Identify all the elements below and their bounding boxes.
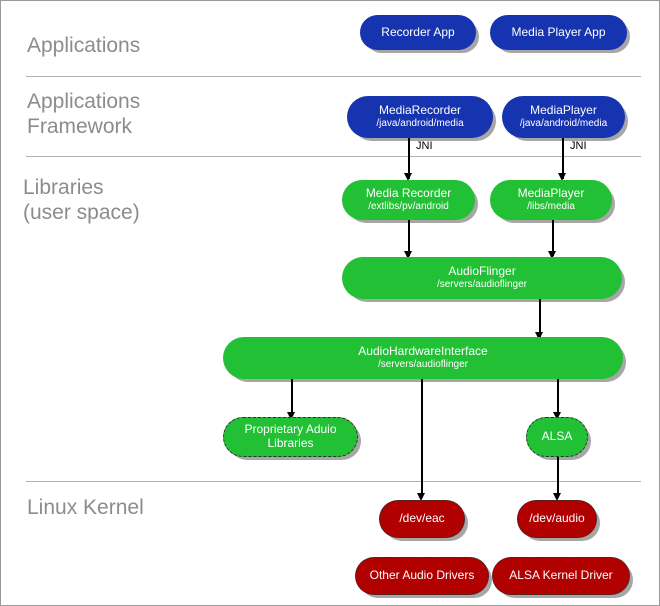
- connector-media-player-to-audioflinger: [552, 220, 554, 256]
- arrowhead-alsa-to-dev-audio: [553, 493, 561, 501]
- node-subtitle: /java/android/media: [519, 118, 608, 130]
- node-title: AudioFlinger: [448, 264, 516, 279]
- connector-media-player-jni: [562, 138, 564, 179]
- node-title: Proprietary Aduio: [244, 422, 337, 437]
- node-media-recorder-lib[interactable]: Media Recorder /extlibs/pv/android: [342, 180, 475, 220]
- arrowhead-audioflinger-to-audiohardwareinterface: [535, 332, 543, 340]
- node-title: Media Player App: [511, 24, 606, 39]
- node-subtitle: /java/android/media: [376, 118, 464, 130]
- divider-applications: [26, 76, 641, 77]
- node-alsa[interactable]: ALSA: [526, 417, 588, 457]
- node-dev-audio[interactable]: /dev/audio: [517, 500, 597, 538]
- node-subtitle: /libs/media: [527, 201, 575, 213]
- node-media-player-framework[interactable]: MediaPlayer /java/android/media: [502, 96, 625, 138]
- connector-alsa-to-dev-audio: [557, 457, 559, 497]
- node-title: Recorder App: [381, 24, 455, 39]
- arrowhead-media-player-jni: [558, 173, 566, 181]
- arrowhead-audiohardwareinterface-to-alsa: [553, 412, 561, 420]
- arrowhead-audiohardwareinterface-to-proprietary: [287, 412, 295, 420]
- node-title: Other Audio Drivers: [369, 568, 475, 583]
- node-subtitle: /servers/audioflinger: [436, 279, 528, 291]
- node-title: /dev/audio: [529, 511, 585, 526]
- node-title: ALSA Kernel Driver: [509, 568, 613, 583]
- layer-label-applications: Applications: [27, 34, 141, 57]
- divider-framework: [26, 156, 641, 157]
- node-audio-flinger[interactable]: AudioFlinger /servers/audioflinger: [342, 257, 622, 299]
- node-other-audio-drivers[interactable]: Other Audio Drivers: [355, 557, 489, 595]
- node-title: MediaRecorder: [378, 103, 462, 118]
- node-media-player-lib[interactable]: MediaPlayer /libs/media: [490, 180, 612, 220]
- node-subtitle: Libraries: [267, 436, 314, 450]
- arrowhead-media-recorder-jni: [404, 173, 412, 181]
- connector-media-recorder-jni: [408, 138, 410, 179]
- edge-label-jni-player: JNI: [570, 140, 587, 152]
- connector-media-recorder-to-audioflinger: [408, 220, 410, 256]
- node-title: MediaPlayer: [517, 186, 585, 201]
- node-audio-hardware-interface[interactable]: AudioHardwareInterface /servers/audiofli…: [223, 337, 623, 379]
- layer-label-linux-kernel: Linux Kernel: [27, 496, 144, 519]
- arrowhead-audiohardwareinterface-to-dev-eac: [417, 493, 425, 501]
- node-proprietary-audio-libraries[interactable]: Proprietary Aduio Libraries: [223, 417, 358, 457]
- edge-label-jni-recorder: JNI: [416, 140, 433, 152]
- arrowhead-media-player-to-audioflinger: [548, 251, 556, 259]
- node-title: /dev/eac: [399, 511, 445, 526]
- node-subtitle: /servers/audioflinger: [377, 359, 469, 371]
- node-media-recorder-framework[interactable]: MediaRecorder /java/android/media: [347, 96, 493, 138]
- arrowhead-media-recorder-to-audioflinger: [404, 251, 412, 259]
- layer-label-applications-framework: Applications Framework: [27, 90, 141, 138]
- node-title: ALSA: [541, 429, 573, 444]
- layer-label-libraries: Libraries (user space): [23, 176, 140, 224]
- node-dev-eac[interactable]: /dev/eac: [379, 500, 465, 538]
- divider-libraries: [26, 481, 641, 482]
- node-title: Media Recorder: [365, 186, 452, 201]
- node-subtitle: /extlibs/pv/android: [368, 201, 449, 213]
- node-media-player-app[interactable]: Media Player App: [490, 15, 627, 50]
- connector-audiohardwareinterface-to-dev-eac: [421, 379, 423, 497]
- connector-audiohardwareinterface-to-alsa: [557, 379, 559, 416]
- connector-audiohardwareinterface-to-proprietary: [291, 379, 293, 416]
- node-title: MediaPlayer: [530, 103, 597, 118]
- node-recorder-app[interactable]: Recorder App: [360, 15, 476, 50]
- node-alsa-kernel-driver[interactable]: ALSA Kernel Driver: [492, 557, 630, 595]
- connector-audioflinger-to-audiohardwareinterface: [539, 299, 541, 337]
- node-title: AudioHardwareInterface: [358, 344, 488, 359]
